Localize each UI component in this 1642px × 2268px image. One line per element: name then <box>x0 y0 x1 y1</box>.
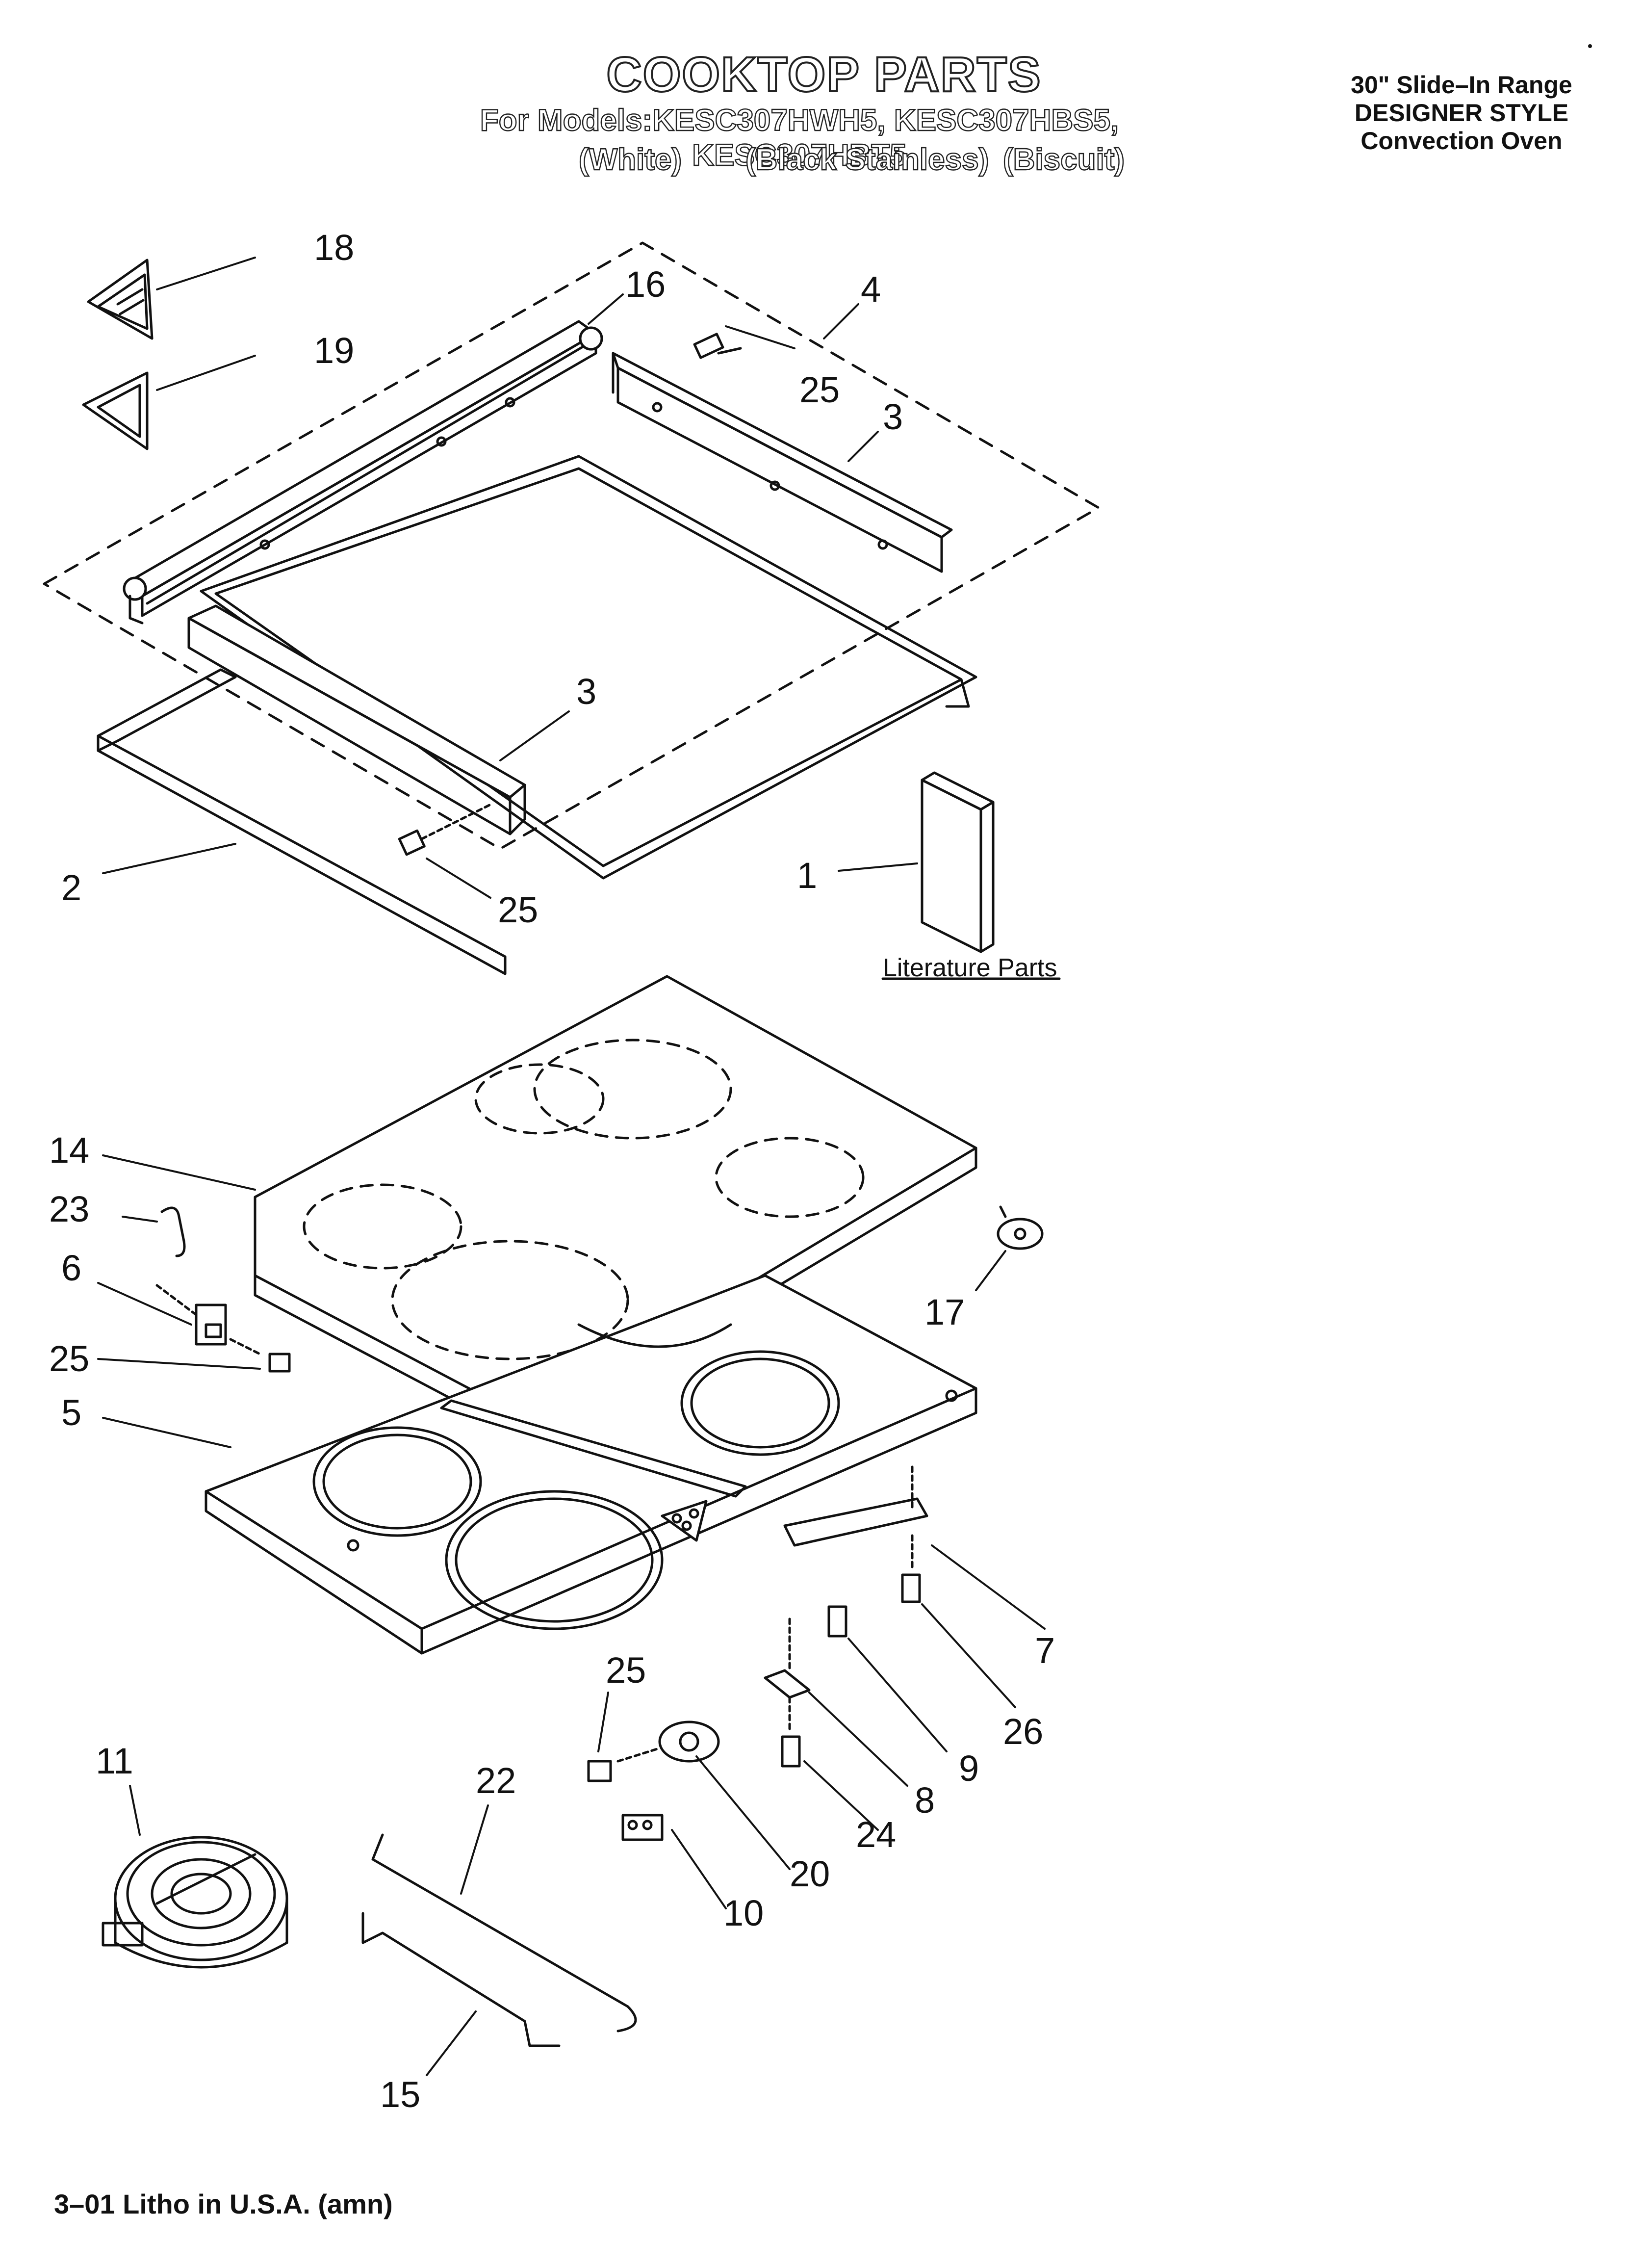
frame-assembly-outline <box>43 241 1100 850</box>
color-white: (White) <box>578 142 682 177</box>
screw-25-top <box>693 333 742 359</box>
plate-8 <box>764 1617 811 1733</box>
callout-numbers: 18 19 16 4 25 3 3 2 25 1 14 23 6 25 5 17… <box>49 227 1057 2115</box>
screw-26 <box>901 1573 921 1603</box>
rail-3-back <box>612 352 953 573</box>
rod-22 <box>371 1833 637 2033</box>
callout-25-top: 25 <box>799 369 840 410</box>
callout-10: 10 <box>723 1893 764 1933</box>
callout-15: 15 <box>380 2074 420 2115</box>
callout-26: 26 <box>1003 1711 1043 1752</box>
callout-25-low: 25 <box>606 1650 646 1691</box>
color-black-stainless: (Black Stainless) <box>745 142 990 177</box>
gasket-2 <box>97 668 507 975</box>
screw-25-mid <box>398 803 492 856</box>
screw-9 <box>827 1605 847 1638</box>
callout-22: 22 <box>476 1760 516 1801</box>
screw-24 <box>781 1735 801 1768</box>
callout-14: 14 <box>49 1130 89 1171</box>
callout-25-mid: 25 <box>498 889 538 930</box>
burner-box-5 <box>205 1274 977 1655</box>
limiter-20 <box>616 1721 720 1763</box>
leader-lines <box>97 257 1046 2076</box>
switch-6 <box>155 1284 261 1356</box>
terminal-block-10 <box>621 1814 664 1841</box>
callout-6: 6 <box>61 1248 81 1288</box>
callout-11: 11 <box>96 1741 133 1781</box>
callout-9: 9 <box>959 1748 979 1789</box>
callout-3-front: 3 <box>576 671 596 712</box>
callout-5: 5 <box>61 1392 81 1433</box>
badge-18 <box>87 259 154 340</box>
callout-20: 20 <box>790 1853 830 1894</box>
clip-23 <box>160 1206 186 1257</box>
color-biscuit: (Biscuit) <box>1002 142 1125 177</box>
footer-litho: 3–01 Litho in U.S.A. (amn) <box>54 2189 393 2219</box>
literature-parts-label: Literature Parts <box>883 954 1057 982</box>
screw-25-low <box>587 1760 612 1782</box>
models-line: For Models:KESC307HWH5, KESC307HBS5, KES… <box>480 103 1120 173</box>
bracket-7 <box>783 1465 928 1571</box>
rod-15 <box>361 1912 561 2047</box>
callout-23: 23 <box>49 1189 89 1229</box>
callout-1: 1 <box>797 855 817 896</box>
callout-16: 16 <box>625 264 666 305</box>
range-style: DESIGNER STYLE <box>1354 99 1569 127</box>
literature-booklet-1 <box>921 771 995 953</box>
callout-24: 24 <box>856 1814 896 1855</box>
rail-3-front <box>187 604 526 835</box>
trim-rail-16 <box>123 320 603 625</box>
callout-19: 19 <box>314 330 354 371</box>
corner-mark <box>1588 44 1592 48</box>
callout-3-top: 3 <box>883 396 903 437</box>
callout-8: 8 <box>915 1780 935 1821</box>
sensor-17 <box>997 1205 1044 1250</box>
callout-7: 7 <box>1035 1630 1055 1671</box>
callout-4: 4 <box>861 269 881 310</box>
callout-17: 17 <box>924 1292 965 1332</box>
screw-25-left <box>268 1353 291 1373</box>
range-oven: Convection Oven <box>1360 127 1563 155</box>
badge-19 <box>82 371 149 450</box>
heating-element-11 <box>102 1836 288 1969</box>
callout-18: 18 <box>314 227 354 268</box>
range-type: 30" Slide–In Range <box>1351 71 1572 99</box>
page-title: COOKTOP PARTS <box>605 46 1042 103</box>
callout-25-left: 25 <box>49 1338 89 1379</box>
callout-2: 2 <box>61 867 81 908</box>
